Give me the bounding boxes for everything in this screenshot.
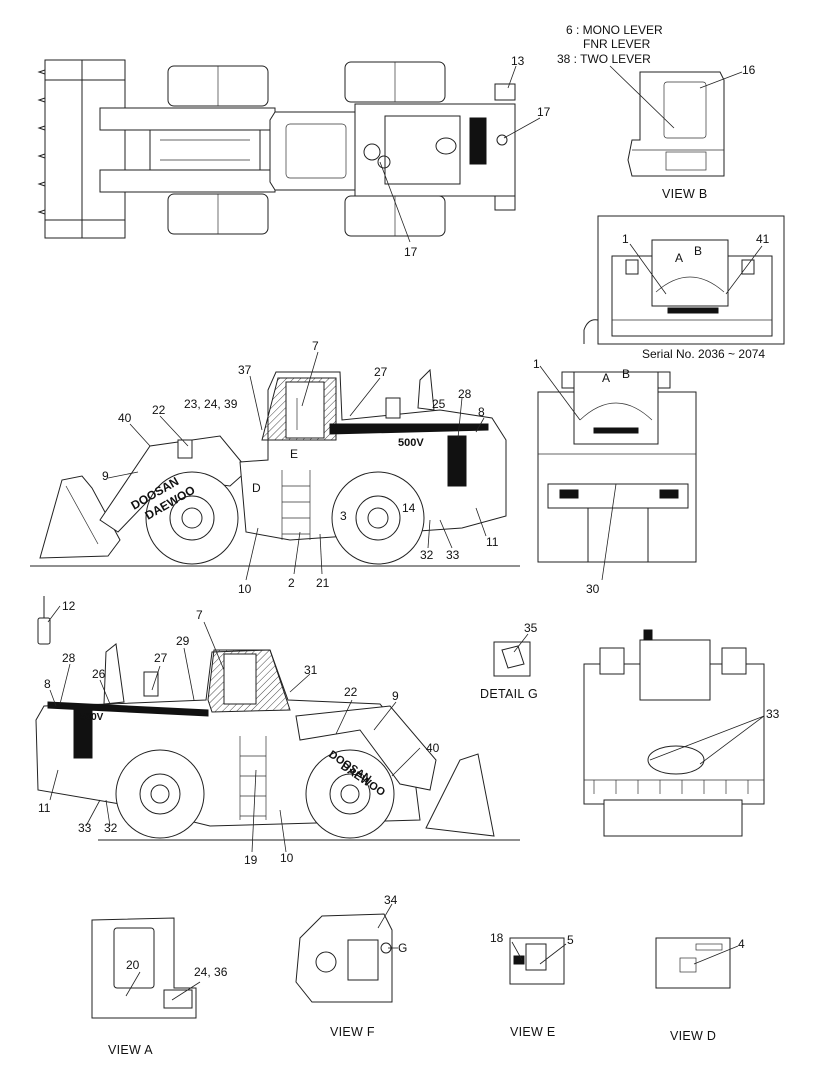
callout-l-31: 31	[304, 663, 318, 677]
callout-inset-B: B	[694, 244, 702, 258]
callout-l-19: 19	[244, 853, 258, 867]
callout-l-9: 9	[392, 689, 399, 703]
serial-number: Serial No. 2036 ~ 2074	[642, 347, 765, 361]
callout-s-7: 7	[312, 339, 319, 353]
callout-l-7: 7	[196, 608, 203, 622]
callout-s-2: 2	[288, 576, 295, 590]
callout-s-25: 25	[432, 397, 446, 411]
callout-l-27: 27	[154, 651, 168, 665]
callout-l-28: 28	[62, 651, 76, 665]
callout-r-A: A	[602, 371, 610, 385]
caption-view-b: VIEW B	[662, 187, 708, 201]
callout-l-26: 26	[92, 667, 106, 681]
callout-inset-1: 1	[622, 232, 629, 246]
callout-l-29: 29	[176, 634, 190, 648]
callout-s-3: 3	[340, 509, 347, 523]
caption-view-f: VIEW F	[330, 1025, 375, 1039]
callout-s-14: 14	[402, 501, 416, 515]
serial-inset	[583, 215, 785, 345]
callout-s-40: 40	[118, 411, 132, 425]
caption-view-d: VIEW D	[670, 1029, 716, 1043]
callout-va-24: 24, 36	[194, 965, 228, 979]
callout-l-10: 10	[280, 851, 294, 865]
callout-vf-34: 34	[384, 893, 398, 907]
callout-r-1: 1	[533, 357, 540, 371]
callout-s-8: 8	[478, 405, 485, 419]
legend-line-1: 6 : MONO LEVER	[566, 23, 663, 37]
callout-s-E: E	[290, 447, 298, 461]
callout-top-17b: 17	[404, 245, 418, 259]
callout-s-22: 22	[152, 403, 166, 417]
caption-view-a: VIEW A	[108, 1043, 153, 1057]
side-view-right	[30, 351, 520, 581]
caption-view-e: VIEW E	[510, 1025, 556, 1039]
detail-g	[493, 633, 531, 677]
callout-inset-A: A	[675, 251, 683, 265]
callout-inset-41: 41	[756, 232, 770, 246]
callout-rear-33: 33	[766, 707, 780, 721]
caption-detail-g: DETAIL G	[480, 687, 538, 701]
callout-top-13: 13	[511, 54, 525, 68]
callout-s-23: 23, 24, 39	[184, 397, 238, 411]
callout-s-9: 9	[102, 469, 109, 483]
view-f	[295, 903, 398, 1003]
decal-model-left: 500V	[80, 712, 104, 723]
callout-l-22: 22	[344, 685, 358, 699]
callout-vd-4: 4	[738, 937, 745, 951]
callout-top-17a: 17	[537, 105, 551, 119]
callout-s-37: 37	[238, 363, 252, 377]
callout-l-12: 12	[62, 599, 76, 613]
callout-va-20: 20	[126, 958, 140, 972]
callout-l-8: 8	[44, 677, 51, 691]
callout-s-32: 32	[420, 548, 434, 562]
rear-view	[583, 629, 765, 837]
decal-model: 500V	[398, 437, 424, 449]
legend-line-3: 38 : TWO LEVER	[557, 52, 651, 66]
side-view-left	[35, 596, 520, 853]
view-e	[509, 937, 567, 985]
callout-dg-35: 35	[524, 621, 538, 635]
view-a	[91, 917, 201, 1019]
callout-s-10: 10	[238, 582, 252, 596]
front-view	[537, 365, 697, 581]
callout-s-33: 33	[446, 548, 460, 562]
view-d	[655, 937, 739, 989]
callout-l-11: 11	[38, 801, 51, 815]
callout-l-40: 40	[426, 741, 440, 755]
callout-s-21: 21	[316, 576, 330, 590]
callout-l-33: 33	[78, 821, 92, 835]
legend-line-2: FNR LEVER	[583, 37, 651, 51]
callout-l-32: 32	[104, 821, 118, 835]
callout-r-B: B	[622, 367, 630, 381]
callout-s-D: D	[252, 481, 261, 495]
callout-ve-5: 5	[567, 933, 574, 947]
callout-ve-18: 18	[490, 931, 504, 945]
callout-s-27: 27	[374, 365, 388, 379]
view-b-cab	[609, 65, 743, 177]
callout-s-11: 11	[486, 535, 499, 549]
callout-s-28: 28	[458, 387, 472, 401]
callout-vb-16: 16	[742, 63, 756, 77]
callout-vf-G: G	[398, 941, 407, 955]
top-view-loader	[37, 59, 541, 243]
callout-r-30: 30	[586, 582, 600, 596]
